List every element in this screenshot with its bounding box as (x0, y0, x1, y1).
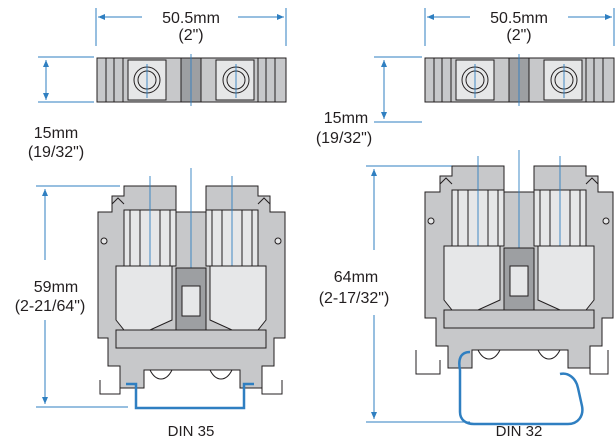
right-front-view (415, 150, 614, 426)
left-width-in-label: (2") (178, 27, 203, 44)
right-height-mm-label: 64mm (334, 269, 378, 286)
right-width-dimension: 50.5mm (2") (424, 8, 615, 46)
right-height-in-label: (2-17/32") (319, 290, 390, 307)
left-height-in-label: (2-21/64") (15, 298, 86, 315)
left-width-dimension: 50.5mm (2") (95, 8, 287, 46)
right-top-height-mm-label: 15mm (324, 110, 368, 127)
left-assembly: 50.5mm (2") 15mm (19/32") (15, 8, 287, 440)
right-din-rail (458, 350, 584, 426)
right-assembly: 50.5mm (2") 15mm (19/32") (316, 8, 615, 440)
right-top-view (424, 54, 615, 106)
right-top-height-in-label: (19/32") (316, 130, 372, 147)
left-height-dimension: 59mm (2-21/64") (15, 185, 128, 408)
right-width-mm-label: 50.5mm (490, 10, 548, 27)
right-top-height-dimension: 15mm (19/32") (316, 56, 422, 147)
right-width-in-label: (2") (506, 27, 531, 44)
left-din-rail (126, 382, 254, 410)
left-top-height-dimension: 15mm (19/32") (28, 56, 94, 161)
left-rail-label: DIN 35 (168, 423, 215, 440)
left-top-height-in-label: (19/32") (28, 144, 84, 161)
left-top-height-mm-label: 15mm (34, 125, 78, 142)
right-rail-label: DIN 32 (496, 423, 543, 440)
left-front-view (97, 168, 286, 410)
left-top-view (96, 54, 287, 106)
left-width-mm-label: 50.5mm (162, 10, 220, 27)
left-height-mm-label: 59mm (34, 279, 78, 296)
